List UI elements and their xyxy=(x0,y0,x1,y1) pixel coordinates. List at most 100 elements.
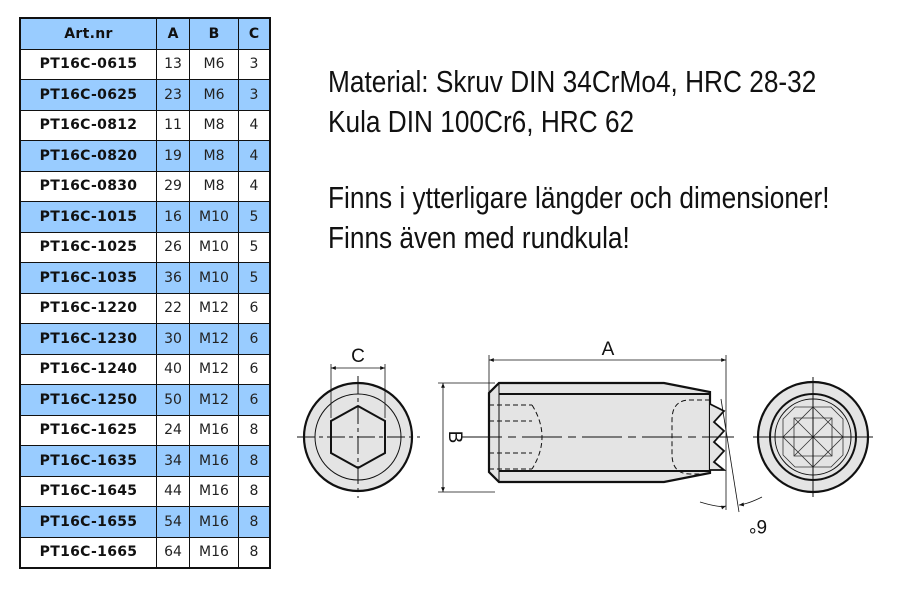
a-cell: 23 xyxy=(156,79,190,111)
a-cell: 26 xyxy=(156,231,190,263)
c-cell: 5 xyxy=(238,262,271,294)
b-cell: M12 xyxy=(189,323,239,355)
b-cell: M12 xyxy=(189,292,239,324)
c-cell: 3 xyxy=(238,79,271,111)
dimension-label-b: B xyxy=(444,431,465,444)
b-cell: M8 xyxy=(189,170,239,202)
art-nr-cell: PT16C-1025 xyxy=(19,231,157,263)
c-cell: 4 xyxy=(238,109,271,141)
art-nr-cell: PT16C-1635 xyxy=(19,445,157,477)
a-cell: 16 xyxy=(156,201,190,233)
c-cell: 6 xyxy=(238,384,271,416)
b-cell: M6 xyxy=(189,48,239,80)
c-cell: 6 xyxy=(238,323,271,355)
material-line-1: Material: Skruv DIN 34CrMo4, HRC 28-32 xyxy=(328,65,817,99)
c-cell: 5 xyxy=(238,201,271,233)
b-cell: M10 xyxy=(189,231,239,263)
a-cell: 29 xyxy=(156,170,190,202)
availability-line-2: Finns även med rundkula! xyxy=(328,221,630,255)
c-cell: 6 xyxy=(238,353,271,385)
a-cell: 40 xyxy=(156,353,190,385)
material-line-2: Kula DIN 100Cr6, HRC 62 xyxy=(328,105,635,139)
c-cell: 8 xyxy=(238,445,271,477)
dimension-label-a: A xyxy=(602,339,615,360)
header-b: B xyxy=(189,17,239,50)
end-view-serrated xyxy=(753,377,873,497)
availability-text: Finns i ytterligare längder och dimensio… xyxy=(328,178,830,258)
b-cell: M8 xyxy=(189,109,239,141)
art-nr-cell: PT16C-0625 xyxy=(19,79,157,111)
c-cell: 4 xyxy=(238,170,271,202)
availability-line-1: Finns i ytterligare längder och dimensio… xyxy=(328,181,830,215)
a-cell: 11 xyxy=(156,109,190,141)
c-cell: 8 xyxy=(238,414,271,446)
a-cell: 22 xyxy=(156,292,190,324)
b-cell: M12 xyxy=(189,353,239,385)
art-nr-cell: PT16C-0820 xyxy=(19,140,157,172)
a-cell: 24 xyxy=(156,414,190,446)
art-nr-cell: PT16C-1250 xyxy=(19,384,157,416)
c-cell: 8 xyxy=(238,475,271,507)
b-cell: M6 xyxy=(189,79,239,111)
header-art-nr: Art.nr xyxy=(19,17,157,50)
art-nr-cell: PT16C-0812 xyxy=(19,109,157,141)
b-cell: M16 xyxy=(189,475,239,507)
c-cell: 8 xyxy=(238,506,271,538)
a-cell: 19 xyxy=(156,140,190,172)
b-cell: M16 xyxy=(189,414,239,446)
art-nr-cell: PT16C-1240 xyxy=(19,353,157,385)
dimension-label-angle: 6° xyxy=(749,515,767,536)
art-nr-cell: PT16C-1665 xyxy=(19,536,157,569)
art-nr-cell: PT16C-1645 xyxy=(19,475,157,507)
c-cell: 4 xyxy=(238,140,271,172)
b-cell: M16 xyxy=(189,445,239,477)
art-nr-cell: PT16C-1035 xyxy=(19,262,157,294)
art-nr-cell: PT16C-1655 xyxy=(19,506,157,538)
art-nr-cell: PT16C-1625 xyxy=(19,414,157,446)
b-cell: M12 xyxy=(189,384,239,416)
a-cell: 36 xyxy=(156,262,190,294)
b-cell: M8 xyxy=(189,140,239,172)
art-nr-cell: PT16C-1220 xyxy=(19,292,157,324)
c-cell: 3 xyxy=(238,48,271,80)
end-view-hex xyxy=(297,364,420,498)
b-cell: M16 xyxy=(189,536,239,569)
a-cell: 50 xyxy=(156,384,190,416)
b-cell: M16 xyxy=(189,506,239,538)
art-nr-cell: PT16C-1230 xyxy=(19,323,157,355)
header-c: C xyxy=(238,17,271,50)
a-cell: 30 xyxy=(156,323,190,355)
b-cell: M10 xyxy=(189,262,239,294)
art-nr-cell: PT16C-0830 xyxy=(19,170,157,202)
a-cell: 54 xyxy=(156,506,190,538)
c-cell: 8 xyxy=(238,536,271,569)
art-nr-cell: PT16C-0615 xyxy=(19,48,157,80)
table-header-row: Art.nr A B C xyxy=(19,17,271,50)
a-cell: 34 xyxy=(156,445,190,477)
art-nr-cell: PT16C-1015 xyxy=(19,201,157,233)
material-text: Material: Skruv DIN 34CrMo4, HRC 28-32 K… xyxy=(328,62,816,142)
a-cell: 13 xyxy=(156,48,190,80)
c-cell: 5 xyxy=(238,231,271,263)
dimension-label-c: C xyxy=(351,346,365,367)
header-a: A xyxy=(156,17,190,50)
b-cell: M10 xyxy=(189,201,239,233)
side-view xyxy=(438,355,763,513)
a-cell: 44 xyxy=(156,475,190,507)
